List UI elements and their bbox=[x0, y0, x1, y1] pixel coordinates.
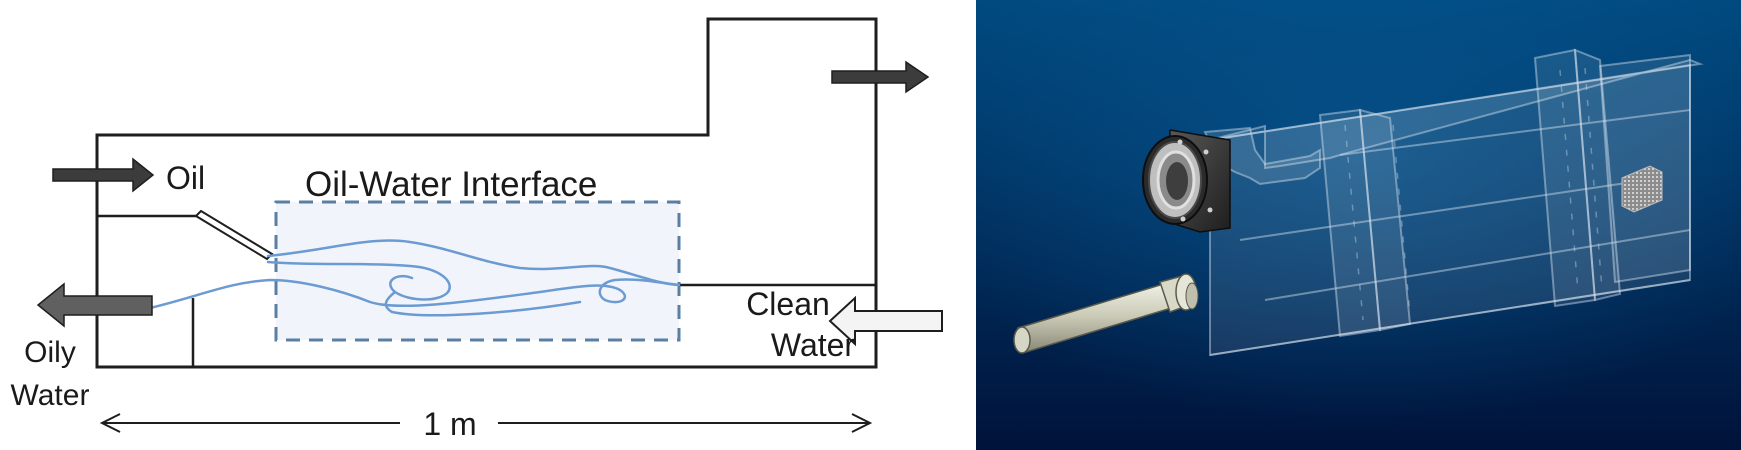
tank-outline bbox=[95, 17, 878, 369]
render-panel bbox=[976, 0, 1741, 450]
oily-water-outlet-arrow bbox=[36, 282, 153, 328]
plate-bolts bbox=[1344, 67, 1603, 321]
oil-water-interface-curve bbox=[148, 239, 681, 317]
water-label-line2-clean: Water bbox=[770, 327, 856, 363]
transparent-tank bbox=[1203, 48, 1704, 357]
mesh-filter-block bbox=[1621, 165, 1663, 213]
separator-schematic bbox=[36, 17, 943, 433]
water-label-line2: Water bbox=[10, 379, 90, 412]
oil-label: Oil bbox=[166, 160, 206, 196]
inlet-pipe bbox=[1013, 273, 1199, 354]
top-outlet-arrow bbox=[831, 60, 930, 94]
clean-water-inlet-arrow bbox=[828, 295, 943, 347]
oily-label-line1: Oily bbox=[24, 336, 76, 369]
clean-label-line1: Clean bbox=[746, 286, 830, 322]
oil-inlet-arrow bbox=[52, 157, 155, 193]
flange-fitting bbox=[1142, 129, 1231, 233]
interface-region bbox=[274, 200, 681, 342]
oil-nozzle bbox=[194, 209, 274, 261]
interface-label: Oil-Water Interface bbox=[305, 165, 598, 204]
dimension-label: 1 m bbox=[423, 406, 477, 442]
dimension-line bbox=[99, 413, 873, 433]
